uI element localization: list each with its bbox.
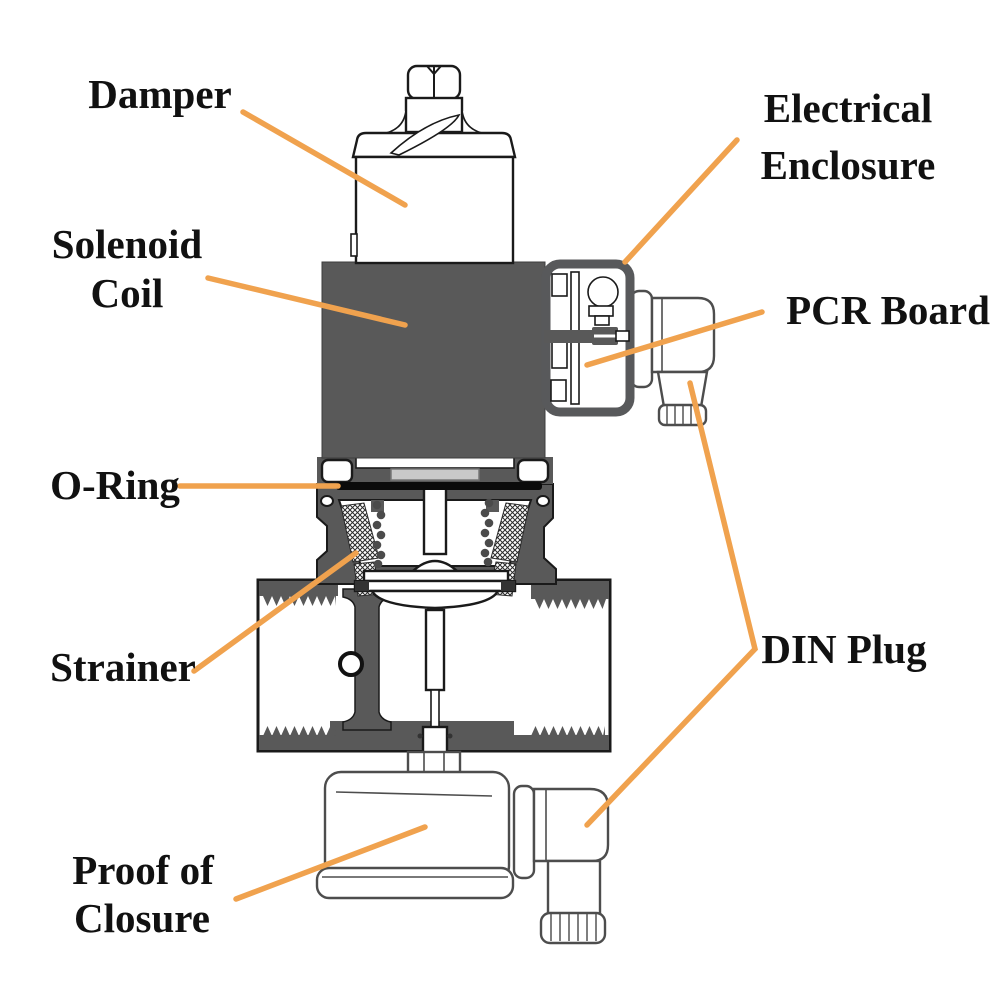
label-pcr-board: PCR Board — [786, 287, 990, 333]
labels: Damper Electrical Enclosure Solenoid Coi… — [50, 71, 990, 941]
o-ring-part — [336, 482, 542, 490]
bonnet-part — [316, 483, 557, 610]
spring-coils — [372, 498, 494, 569]
mounting-bolt-right — [516, 458, 550, 484]
thread-bottom-right — [531, 726, 605, 736]
din-plug-bottom-part — [512, 784, 610, 945]
pilot-port-hole — [338, 651, 364, 677]
label-electrical-enclosure-line1: Electrical — [764, 85, 932, 131]
armature-gap — [390, 468, 480, 481]
label-o-ring: O-Ring — [50, 462, 180, 508]
electrical-enclosure-leader-line — [622, 137, 740, 265]
solenoid-coil-part — [321, 261, 546, 459]
switch-base-plate — [315, 866, 515, 900]
spade-terminal — [544, 330, 594, 343]
plunger-stem — [422, 484, 448, 556]
stem-sleeve — [424, 608, 446, 692]
thread-top-left — [263, 596, 336, 606]
damper-leader-line — [240, 109, 408, 208]
partition-weir — [342, 588, 392, 731]
thread-top-right — [535, 599, 606, 609]
label-solenoid-coil-line2: Coil — [91, 270, 164, 316]
damper-housing — [354, 155, 515, 265]
din-plug-leader-line — [584, 380, 759, 828]
diaphragm-skirt — [369, 589, 501, 610]
thread-bottom-left — [263, 726, 336, 736]
switch-housing — [323, 770, 511, 884]
stem-seat — [421, 725, 449, 755]
label-din-plug: DIN Plug — [761, 626, 927, 672]
label-electrical-enclosure-line2: Enclosure — [761, 142, 936, 188]
label-proof-of-closure-line2: Closure — [74, 895, 210, 941]
cap-tab — [389, 113, 461, 156]
flange-part — [317, 454, 553, 490]
strainer-leader-line — [191, 550, 359, 674]
proof-of-closure-leader-line — [233, 824, 428, 902]
label-solenoid-coil-line1: Solenoid — [52, 221, 203, 267]
solenoid-coil-leader-line — [205, 275, 408, 328]
mounting-bolt-left — [320, 458, 354, 484]
leader-lines — [177, 109, 765, 902]
cable-gland-nut-bottom — [539, 911, 607, 945]
stem-rod — [430, 689, 440, 729]
label-damper: Damper — [88, 71, 231, 117]
damper-part — [350, 64, 517, 265]
label-proof-of-closure-line1: Proof of — [72, 847, 215, 893]
pcr-board-leader-line — [584, 309, 765, 368]
electrical-enclosure-part — [541, 259, 635, 417]
label-strainer: Strainer — [50, 644, 196, 690]
proof-of-closure-part — [315, 750, 515, 900]
